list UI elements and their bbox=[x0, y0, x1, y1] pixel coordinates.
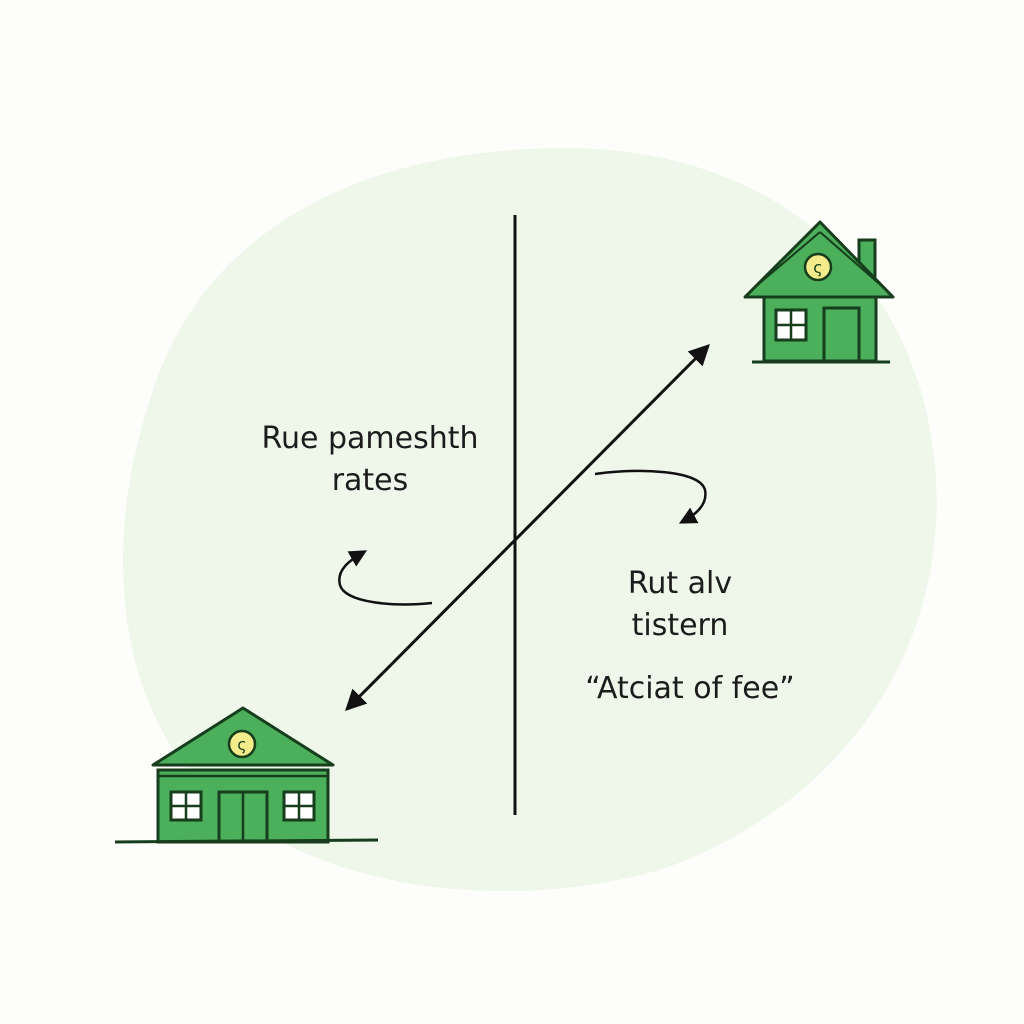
window-icon bbox=[169, 790, 203, 822]
right-label: Rut alv tistern bbox=[560, 563, 800, 647]
window-icon bbox=[774, 308, 808, 342]
right-label-line-1: Rut alv bbox=[627, 566, 733, 601]
coin-icon: ς bbox=[227, 729, 257, 759]
coin-icon: ς bbox=[803, 252, 833, 282]
diagonal-double-arrow bbox=[345, 344, 710, 711]
quote-label: “Atciat of fee” bbox=[540, 668, 840, 710]
left-label-line-2: rates bbox=[331, 463, 409, 498]
right-label-line-2: tistern bbox=[631, 608, 729, 643]
left-label: Rue pameshth rates bbox=[230, 418, 510, 502]
svg-text:ς: ς bbox=[813, 258, 822, 277]
bank-icon: ς bbox=[114, 706, 379, 844]
quote-text: “Atciat of fee” bbox=[585, 671, 795, 706]
right-curved-arrow bbox=[594, 469, 707, 524]
window-icon bbox=[282, 790, 316, 822]
svg-text:ς: ς bbox=[237, 735, 246, 754]
door-icon bbox=[822, 306, 861, 363]
left-curved-arrow bbox=[338, 550, 433, 606]
house-icon: ς bbox=[743, 220, 895, 364]
left-label-line-1: Rue pameshth bbox=[261, 421, 479, 456]
door-icon bbox=[217, 790, 269, 844]
